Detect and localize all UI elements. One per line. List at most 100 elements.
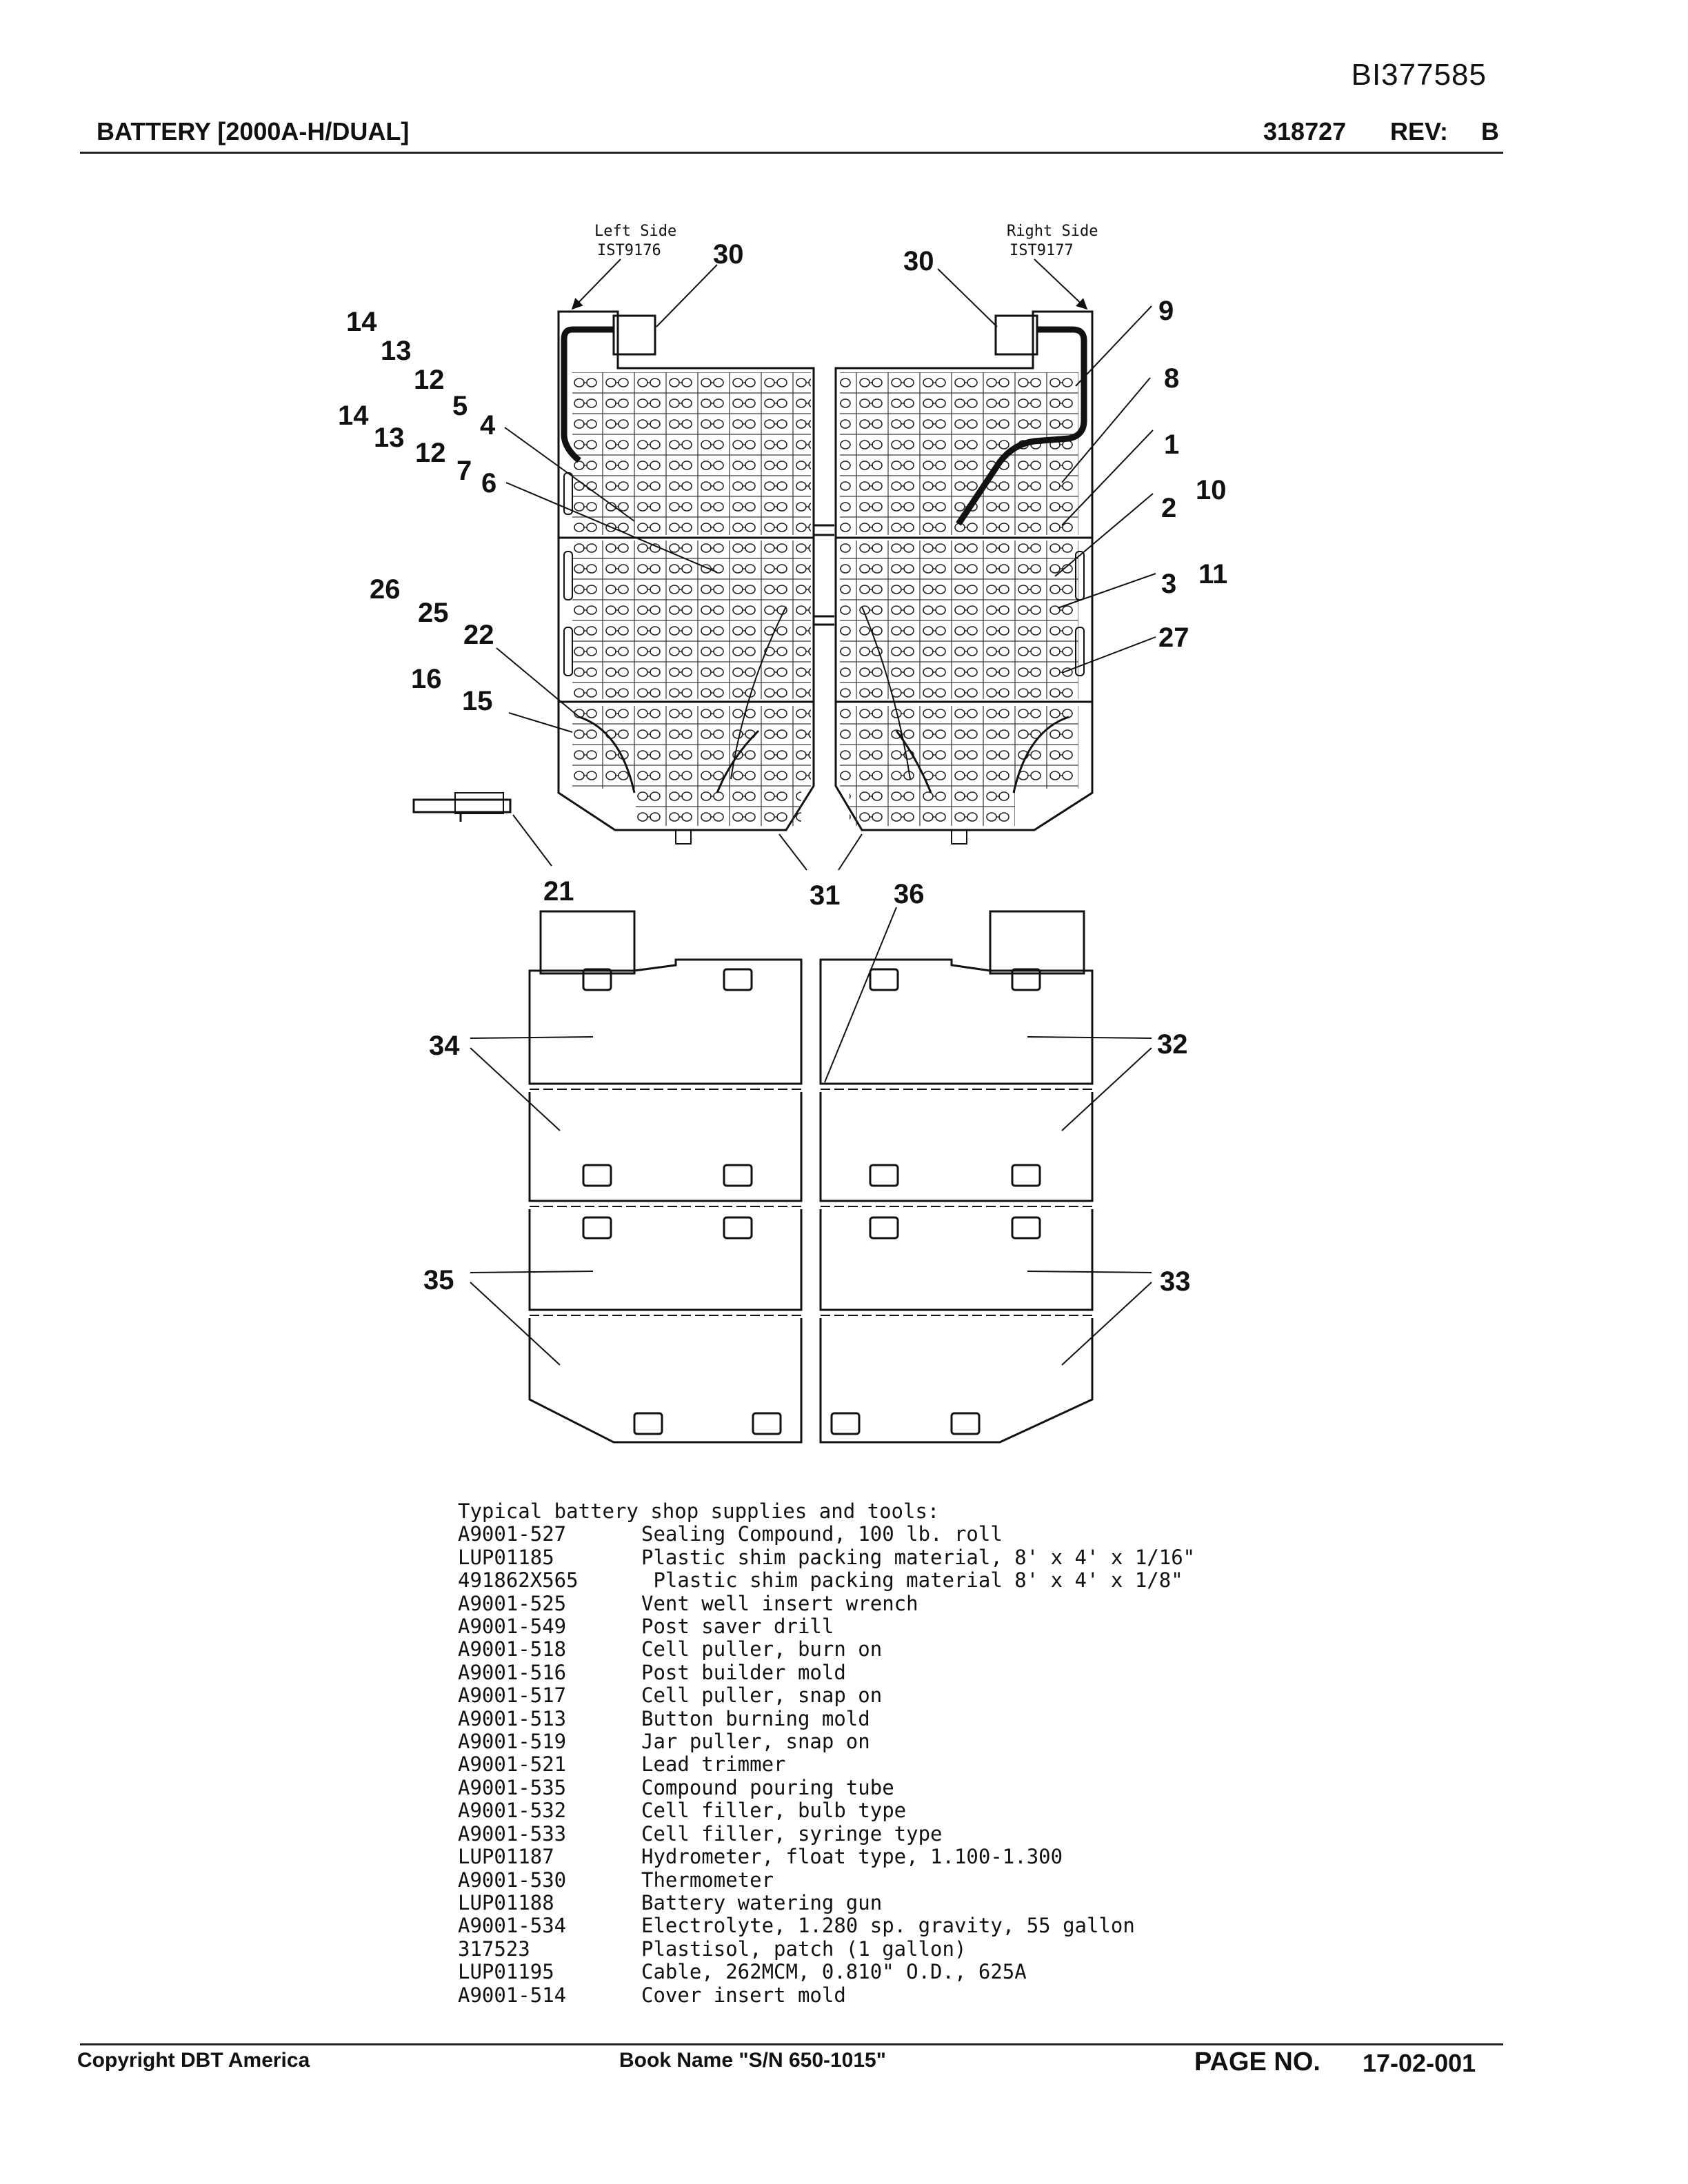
callout-4: 4 xyxy=(480,410,496,441)
supply-item: A9001-514 Cover insert mold xyxy=(458,1983,1195,2007)
callout-2: 2 xyxy=(1161,493,1176,523)
footer-divider xyxy=(80,2043,1503,2045)
supply-item: LUP01185 Plastic shim packing material, 8… xyxy=(458,1546,1195,1569)
supply-part-number: A9001-533 xyxy=(458,1821,567,1846)
supply-part-number: A9001-516 xyxy=(458,1660,567,1684)
supply-part-number: 491862X565 xyxy=(458,1568,579,1593)
supply-part-number: A9001-534 xyxy=(458,1914,567,1938)
right-side-part: IST9177 xyxy=(1009,242,1074,259)
supply-item: A9001-519 Jar puller, snap on xyxy=(458,1730,1195,1753)
callout-30-left: 30 xyxy=(713,239,744,270)
page-number-value: 17-02-001 xyxy=(1363,2049,1476,2077)
callout-34: 34 xyxy=(429,1031,460,1061)
callout-21: 21 xyxy=(543,876,574,907)
leader-lines xyxy=(470,264,1156,1366)
supply-description: Electrolyte, 1.280 sp. gravity, 55 gallo… xyxy=(641,1914,1135,1938)
supply-item: A9001-527 Sealing Compound, 100 lb. roll xyxy=(458,1523,1195,1546)
supply-item: 491862X565 Plastic shim packing material… xyxy=(458,1568,1195,1593)
callout-14-upper: 14 xyxy=(346,307,377,337)
callout-10: 10 xyxy=(1196,475,1227,505)
callout-12-upper: 12 xyxy=(414,365,445,395)
supply-part-number: A9001-527 xyxy=(458,1522,567,1546)
supply-description: Battery watering gun xyxy=(641,1890,883,1914)
supply-part-number: A9001-518 xyxy=(458,1637,567,1661)
supply-description: Plastic shim packing material 8' x 4' x … xyxy=(641,1568,1183,1593)
supply-item: A9001-516 Post builder mold xyxy=(458,1661,1195,1684)
revision-value: B xyxy=(1481,117,1499,145)
supply-description: Hydrometer, float type, 1.100-1.300 xyxy=(641,1845,1063,1869)
supply-description: Thermometer xyxy=(641,1868,774,1892)
supply-description: Plastisol, patch (1 gallon) xyxy=(641,1937,967,1961)
right-side-label-group: Right Side IST9177 xyxy=(1007,223,1098,310)
supply-part-number: A9001-513 xyxy=(458,1706,567,1730)
header-divider xyxy=(80,152,1503,154)
left-battery-covers xyxy=(528,910,803,1444)
tray-connector-bars xyxy=(814,524,834,626)
supply-description: Jar puller, snap on xyxy=(641,1730,870,1754)
supply-item: A9001-518 Cell puller, burn on xyxy=(458,1638,1195,1661)
supply-part-number: A9001-514 xyxy=(458,1983,567,2007)
supply-part-number: LUP01187 xyxy=(458,1845,554,1869)
supplies-heading: Typical battery shop supplies and tools: xyxy=(458,1499,940,1523)
callout-11: 11 xyxy=(1198,559,1227,589)
callout-5: 5 xyxy=(452,391,468,421)
callout-3: 3 xyxy=(1161,569,1176,599)
callout-14-lower: 14 xyxy=(338,401,369,431)
supply-item: A9001-532 Cell filler, bulb type xyxy=(458,1799,1195,1822)
supply-part-number: LUP01185 xyxy=(458,1545,554,1569)
callout-33: 33 xyxy=(1160,1266,1191,1297)
supply-part-number: A9001-521 xyxy=(458,1752,567,1777)
supply-part-number: A9001-519 xyxy=(458,1730,567,1754)
supply-description: Sealing Compound, 100 lb. roll xyxy=(641,1522,1003,1546)
supply-description: Post builder mold xyxy=(641,1660,846,1684)
right-battery-tray xyxy=(834,310,1094,845)
supply-item: A9001-517 Cell puller, snap on xyxy=(458,1684,1195,1707)
book-name: Book Name "S/N 650-1015" xyxy=(619,2049,886,2072)
supply-item: A9001-534 Electrolyte, 1.280 sp. gravity,… xyxy=(458,1914,1195,1937)
callout-32: 32 xyxy=(1157,1029,1188,1060)
battery-exploded-drawing: Left Side IST9176 Right Side IST9177 xyxy=(338,223,1227,1444)
callout-26: 26 xyxy=(370,574,401,605)
supply-part-number: A9001-517 xyxy=(458,1684,567,1708)
callout-7: 7 xyxy=(456,456,472,486)
supply-part-number: A9001-532 xyxy=(458,1799,567,1823)
part-number: 318727 xyxy=(1263,117,1347,145)
supply-description: Cell puller, snap on xyxy=(641,1684,883,1708)
supply-description: Cell filler, bulb type xyxy=(641,1799,907,1823)
callout-31: 31 xyxy=(810,880,841,911)
supply-description: Button burning mold xyxy=(641,1706,870,1730)
callout-22: 22 xyxy=(463,620,494,650)
document-id: BI377585 xyxy=(1351,58,1487,92)
supply-description: Compound pouring tube xyxy=(641,1775,894,1799)
supply-item: LUP01187 Hydrometer, float type, 1.100-1.… xyxy=(458,1845,1195,1869)
callout-35: 35 xyxy=(423,1265,454,1295)
callout-36: 36 xyxy=(894,879,925,909)
callout-27: 27 xyxy=(1158,623,1189,653)
supplies-list: Typical battery shop supplies and tools:… xyxy=(458,1499,1195,2007)
supply-part-number: A9001-530 xyxy=(458,1868,567,1892)
supply-item: A9001-521 Lead trimmer xyxy=(458,1752,1195,1777)
page-number-label: PAGE NO. xyxy=(1194,2048,1320,2076)
supply-item: A9001-530 Thermometer xyxy=(458,1868,1195,1892)
supply-part-number: A9001-535 xyxy=(458,1775,567,1799)
supply-description: Cell filler, syringe type xyxy=(641,1821,943,1846)
right-side-label: Right Side xyxy=(1007,223,1098,240)
left-battery-tray xyxy=(557,310,815,845)
supply-description: Cell puller, burn on xyxy=(641,1637,883,1661)
supply-description: Post saver drill xyxy=(641,1615,834,1639)
supply-description: Lead trimmer xyxy=(641,1752,786,1777)
left-side-part: IST9176 xyxy=(597,242,661,259)
left-side-label: Left Side xyxy=(594,223,676,240)
supply-description: Plastic shim packing material, 8' x 4' x… xyxy=(641,1545,1196,1569)
callout-16: 16 xyxy=(411,664,442,694)
supply-description: Cover insert mold xyxy=(641,1983,846,2007)
callout-1: 1 xyxy=(1164,429,1179,460)
callout-6: 6 xyxy=(481,468,496,498)
right-battery-covers xyxy=(819,910,1094,1444)
revision-label: REV: xyxy=(1390,117,1449,145)
supply-item: A9001-533 Cell filler, syringe type xyxy=(458,1821,1195,1846)
callout-13-upper: 13 xyxy=(381,336,412,366)
